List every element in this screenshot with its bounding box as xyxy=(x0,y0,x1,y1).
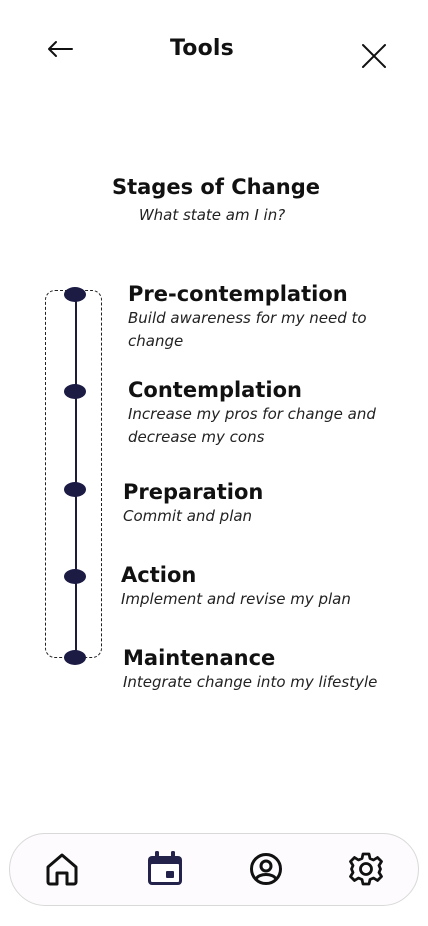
timeline-frame xyxy=(45,290,102,658)
stage-item[interactable]: Preparation Commit and plan xyxy=(123,479,403,528)
back-button[interactable] xyxy=(40,36,80,66)
stage-dot[interactable] xyxy=(64,569,86,584)
timeline-line xyxy=(75,294,77,658)
nav-settings-button[interactable] xyxy=(347,852,385,890)
stage-item[interactable]: Pre-contemplation Build awareness for my… xyxy=(128,281,388,353)
stage-dot[interactable] xyxy=(64,384,86,399)
stage-name: Action xyxy=(121,563,197,587)
stage-name: Preparation xyxy=(123,480,264,504)
nav-home-button[interactable] xyxy=(43,852,81,890)
stage-description: Build awareness for my need to change xyxy=(128,309,367,350)
stage-item[interactable]: Contemplation Increase my pros for chang… xyxy=(128,377,390,449)
stage-description: Increase my pros for change and decrease… xyxy=(128,405,376,446)
bottom-navigation xyxy=(9,833,419,906)
stage-description: Implement and revise my plan xyxy=(121,590,351,608)
arrow-left-icon xyxy=(46,40,74,62)
stage-description: Integrate change into my lifestyle xyxy=(123,673,378,691)
stage-description: Commit and plan xyxy=(123,507,253,525)
nav-profile-button[interactable] xyxy=(247,852,285,890)
close-icon xyxy=(360,42,388,74)
header: Tools xyxy=(0,0,428,100)
section-subtitle: What state am I in? xyxy=(138,206,286,224)
settings-icon xyxy=(348,851,384,891)
section-title: Stages of Change xyxy=(111,175,321,199)
stage-name: Pre-contemplation xyxy=(128,282,348,306)
stage-dot[interactable] xyxy=(64,287,86,302)
page-title: Tools xyxy=(170,36,234,61)
home-icon xyxy=(44,851,80,891)
profile-icon xyxy=(249,852,283,890)
stage-name: Maintenance xyxy=(123,646,276,670)
close-button[interactable] xyxy=(356,40,392,76)
nav-calendar-button[interactable] xyxy=(146,851,184,891)
stage-dot[interactable] xyxy=(64,650,86,665)
stage-name: Contemplation xyxy=(128,378,302,402)
calendar-icon xyxy=(146,851,184,891)
stage-item[interactable]: Maintenance Integrate change into my lif… xyxy=(123,645,418,694)
stage-item[interactable]: Action Implement and revise my plan xyxy=(121,562,411,611)
stage-dot[interactable] xyxy=(64,482,86,497)
